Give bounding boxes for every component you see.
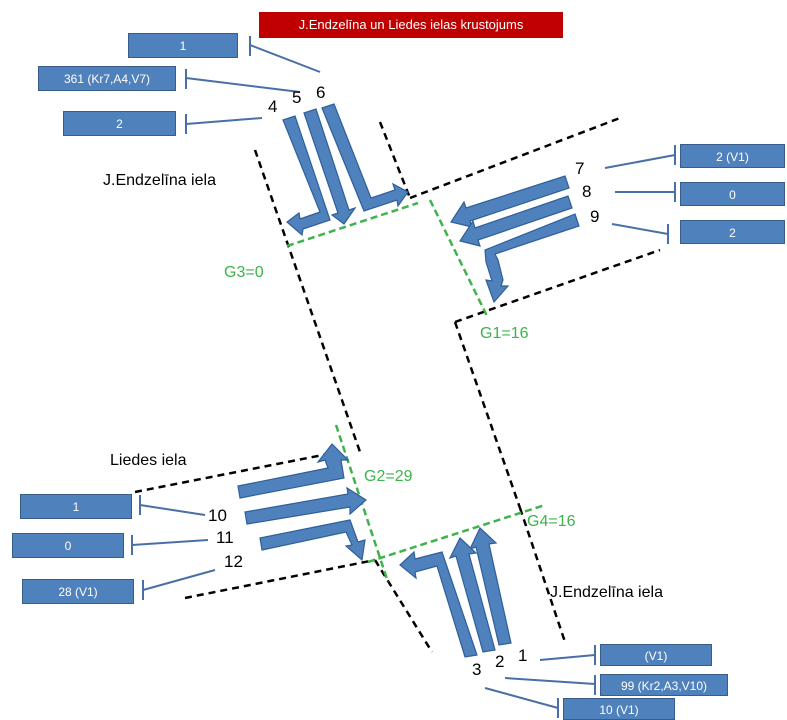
callout-line — [504, 677, 596, 685]
road-edge — [184, 558, 376, 600]
lane-number-7: 7 — [575, 159, 585, 178]
gate-label-g3: G3=0 — [224, 264, 264, 281]
lane-number-11: 11 — [216, 528, 234, 547]
road-edge — [373, 559, 434, 653]
callout-line — [604, 154, 676, 169]
callout-line — [611, 223, 669, 235]
lane-number-10: 10 — [208, 506, 227, 525]
count-box-lane-6: 1 — [128, 33, 238, 58]
count-box-lane-9: 2 — [680, 220, 785, 244]
arrow-lane-4 — [282, 115, 331, 237]
road-edges — [134, 116, 661, 653]
arrow-lane-7 — [450, 175, 570, 228]
count-box-lane-7: 2 (V1) — [680, 144, 785, 168]
callout-line — [142, 569, 216, 591]
lane-number-4: 4 — [268, 97, 278, 116]
lane-number-8: 8 — [582, 182, 592, 201]
count-box-lane-11: 0 — [12, 533, 124, 558]
callout-line — [185, 117, 263, 125]
arrow-lane-11 — [244, 486, 368, 525]
lane-number-3: 3 — [472, 660, 482, 679]
arrow-lane-6 — [321, 103, 409, 212]
gate-line-g3 — [286, 201, 419, 248]
callout-line — [131, 539, 209, 546]
arrow-lane-3 — [399, 550, 478, 658]
road-edge — [134, 450, 339, 494]
street-label-endzelina-bottom: J.Endzelīna iela — [550, 584, 663, 601]
arrow-lane-10 — [237, 443, 350, 499]
count-box-lane-3: 10 (V1) — [563, 698, 675, 720]
arrow-lane-9 — [484, 213, 580, 304]
arrow-lane-8 — [459, 195, 573, 247]
arrow-lane-12 — [259, 519, 366, 562]
count-box-lane-12: 28 (V1) — [22, 579, 134, 604]
road-edge — [253, 149, 362, 453]
arrow-lane-5 — [303, 108, 357, 225]
callout-line — [484, 687, 559, 709]
road-edge — [453, 321, 522, 509]
lane-arrows — [237, 103, 580, 658]
callout-lines — [131, 36, 676, 718]
lane-number-9: 9 — [590, 207, 600, 226]
callout-line — [185, 77, 301, 93]
count-box-lane-10: 1 — [20, 494, 132, 519]
road-edge — [378, 121, 412, 199]
lane-number-12: 12 — [224, 552, 243, 571]
gate-line-g4 — [367, 503, 546, 564]
count-box-lane-4: 2 — [63, 111, 176, 136]
count-box-lane-5: 361 (Kr7,A4,V7) — [38, 66, 176, 91]
count-box-lane-8: 0 — [680, 182, 785, 206]
lane-number-5: 5 — [292, 88, 302, 107]
count-box-lane-1: (V1) — [600, 644, 712, 666]
gate-label-g1: G1=16 — [480, 325, 529, 342]
count-box-lane-2: 99 (Kr2,A3,V10) — [600, 674, 728, 696]
lane-number-1: 1 — [518, 646, 528, 665]
street-label-liedes: Liedes iela — [110, 452, 187, 469]
arrow-lane-1 — [468, 527, 512, 646]
road-edge — [454, 248, 661, 324]
lane-number-2: 2 — [495, 652, 505, 671]
diagram-title: J.Endzelīna un Liedes ielas krustojums — [259, 12, 563, 38]
road-edge — [409, 116, 621, 200]
callout-line — [539, 654, 596, 661]
lane-number-6: 6 — [316, 83, 326, 102]
callout-line — [249, 44, 321, 73]
street-label-endzelina-top: J.Endzelīna iela — [103, 172, 216, 189]
arrow-lane-2 — [448, 537, 496, 653]
callout-line — [139, 504, 206, 516]
gate-label-g2: G2=29 — [364, 468, 413, 485]
gate-label-g4: G4=16 — [527, 513, 576, 530]
